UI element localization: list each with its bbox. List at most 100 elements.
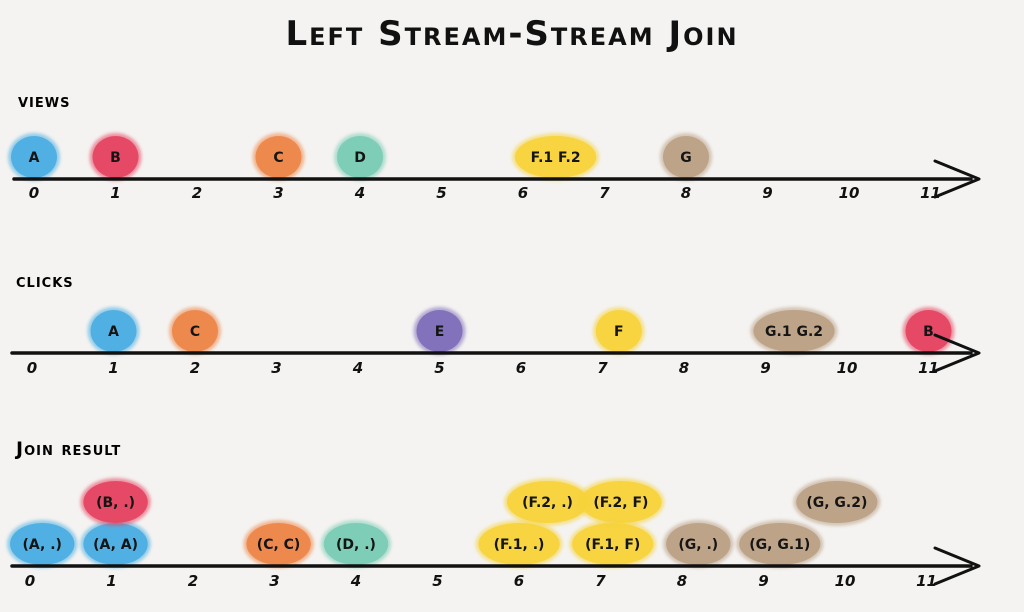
event-views-f-1-f-2: F.1 F.2 (511, 133, 600, 181)
timeline-label-clicks: clicks (16, 270, 74, 292)
event-label: (G, .) (678, 537, 718, 553)
event-clicks-a: A (87, 307, 140, 355)
tick-label: 10 (837, 359, 858, 377)
tick-label: 11 (918, 359, 939, 377)
event-clicks-c: C (169, 307, 221, 355)
event-blob (753, 310, 835, 352)
event-label: G.1 G.2 (765, 324, 823, 340)
event-blob (572, 523, 654, 565)
tick-label: 9 (758, 572, 768, 590)
event-join-f-1-f: (F.1, F) (569, 520, 657, 568)
event-blob (506, 481, 589, 523)
event-label: (B, .) (96, 495, 135, 511)
event-views-g: G (660, 133, 712, 181)
event-blob (337, 136, 383, 178)
event-blob (10, 523, 75, 565)
event-join-a-a: (A, A) (80, 520, 151, 568)
event-clicks-e: E (413, 307, 466, 355)
event-views-c: C (252, 133, 305, 181)
tick-label: 6 (516, 359, 526, 377)
arrow-head-icon (933, 546, 981, 586)
event-views-d: D (334, 133, 386, 181)
tick-label: 0 (25, 572, 35, 590)
event-label: C (273, 150, 283, 166)
event-join-f-2-f: (F.2, F) (577, 478, 665, 526)
tick-label: 1 (110, 184, 120, 202)
tick-label: 4 (354, 184, 365, 202)
event-label: (F.1, .) (494, 537, 545, 553)
event-clicks-b: B (902, 307, 955, 355)
event-blob (246, 523, 311, 565)
tick-label: 11 (920, 184, 941, 202)
tick-label: 3 (269, 572, 279, 590)
tick-label: 2 (188, 572, 198, 590)
tick-label: 1 (108, 359, 118, 377)
event-label: (F.1, F) (585, 537, 640, 553)
tick-label: 10 (835, 572, 856, 590)
timeline-label-join: Join result (14, 438, 121, 460)
event-blob (90, 310, 137, 352)
event-join-g-g-2: (G, G.2) (793, 478, 881, 526)
event-label: (A, .) (23, 537, 62, 553)
event-blob (478, 523, 560, 565)
event-clicks-f: F (592, 307, 645, 355)
event-blob (92, 136, 139, 178)
tick-label: 7 (597, 359, 608, 377)
arrow-head-icon (933, 333, 981, 373)
event-label: G (680, 150, 692, 166)
page-title: Left Stream-Stream Join (285, 14, 739, 54)
event-blob (255, 136, 302, 178)
event-label: A (29, 150, 40, 166)
event-label: D (354, 150, 366, 166)
tick-label: 8 (679, 359, 689, 377)
event-label: B (923, 324, 934, 340)
event-label: C (190, 324, 200, 340)
event-label: A (108, 324, 119, 340)
event-join-d: (D, .) (320, 520, 392, 568)
event-views-b: B (89, 133, 142, 181)
event-blob (83, 523, 148, 565)
tick-label: 8 (677, 572, 687, 590)
event-label: (G, G.2) (806, 495, 867, 511)
event-label: E (435, 324, 445, 340)
timeline-join: Join result (A, .) (A, A) (B, .) (C, C) (D, .… (7, 438, 981, 590)
tick-label: 2 (190, 359, 200, 377)
event-join-f-1: (F.1, .) (475, 520, 563, 568)
tick-label: 9 (762, 184, 772, 202)
event-label: (A, A) (93, 537, 138, 553)
event-blob (666, 523, 731, 565)
event-label: (F.2, .) (522, 495, 573, 511)
event-join-g: (G, .) (663, 520, 734, 568)
event-blob (796, 481, 878, 523)
event-join-b: (B, .) (80, 478, 151, 526)
event-join-a: (A, .) (7, 520, 78, 568)
event-label: (D, .) (336, 537, 376, 553)
event-join-f-2: (F.2, .) (503, 478, 592, 526)
tick-label: 4 (352, 359, 363, 377)
event-label: F (614, 324, 624, 340)
event-views-a: A (8, 133, 60, 181)
event-blob (323, 523, 389, 565)
event-label: B (110, 150, 121, 166)
tick-label: 2 (192, 184, 202, 202)
tick-label: 3 (271, 359, 281, 377)
tick-label: 7 (599, 184, 610, 202)
event-blob (595, 310, 642, 352)
event-label: (G, G.1) (749, 537, 810, 553)
arrow-head-icon (933, 159, 981, 199)
tick-label: 6 (514, 572, 524, 590)
tick-label: 8 (681, 184, 691, 202)
tick-label: 6 (518, 184, 528, 202)
event-join-c-c: (C, C) (243, 520, 314, 568)
event-join-g-g-1: (G, G.1) (736, 520, 824, 568)
event-blob (11, 136, 57, 178)
event-label: F.1 F.2 (531, 150, 581, 166)
tick-label: 0 (27, 359, 37, 377)
event-blob (172, 310, 218, 352)
timeline-label-views: views (18, 90, 70, 112)
tick-label: 5 (434, 359, 444, 377)
